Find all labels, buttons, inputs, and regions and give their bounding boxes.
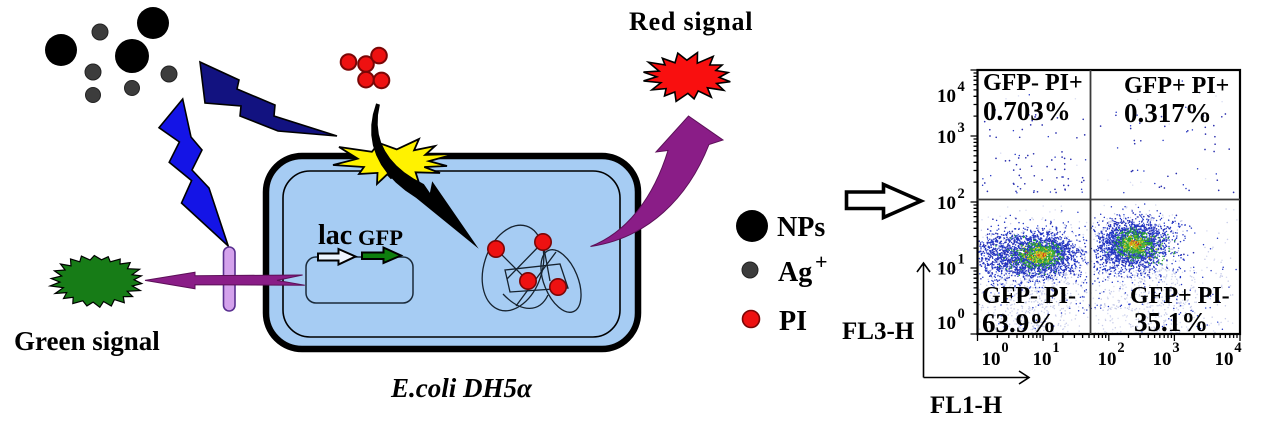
svg-text:GFP+ PI-: GFP+ PI- bbox=[1130, 283, 1230, 309]
svg-text:10: 10 bbox=[937, 86, 956, 107]
svg-text:NPs: NPs bbox=[777, 212, 825, 243]
svg-text:10: 10 bbox=[937, 193, 956, 214]
svg-text:4: 4 bbox=[958, 79, 965, 95]
svg-text:10: 10 bbox=[937, 127, 956, 148]
svg-text:E.coli DH5α: E.coli DH5α bbox=[390, 373, 533, 403]
svg-text:FL3-H: FL3-H bbox=[842, 318, 915, 345]
svg-text:10: 10 bbox=[982, 349, 1001, 370]
svg-text:10: 10 bbox=[1098, 349, 1117, 370]
svg-text:PI: PI bbox=[779, 306, 807, 337]
svg-text:2: 2 bbox=[958, 186, 965, 202]
svg-text:0.317%: 0.317% bbox=[1124, 98, 1212, 128]
svg-text:FL1-H: FL1-H bbox=[930, 392, 1003, 419]
svg-text:0.703%: 0.703% bbox=[983, 96, 1071, 126]
svg-text:1: 1 bbox=[1052, 340, 1059, 356]
svg-text:63.9%: 63.9% bbox=[982, 308, 1056, 338]
svg-text:GFP- PI-: GFP- PI- bbox=[982, 283, 1076, 309]
svg-text:10: 10 bbox=[1153, 349, 1172, 370]
svg-text:10: 10 bbox=[1033, 349, 1052, 370]
svg-text:1: 1 bbox=[958, 252, 965, 268]
svg-text:10: 10 bbox=[1215, 349, 1234, 370]
svg-text:Red signal: Red signal bbox=[629, 7, 753, 36]
svg-text:Ag: Ag bbox=[778, 257, 812, 288]
svg-text:0: 0 bbox=[1001, 340, 1008, 356]
svg-text:+: + bbox=[815, 249, 828, 274]
svg-text:2: 2 bbox=[1117, 340, 1124, 356]
svg-text:Green signal: Green signal bbox=[14, 326, 160, 356]
svg-text:GFP+ PI+: GFP+ PI+ bbox=[1124, 73, 1229, 99]
svg-text:3: 3 bbox=[1172, 340, 1179, 356]
svg-text:10: 10 bbox=[937, 259, 956, 280]
svg-text:0: 0 bbox=[958, 306, 965, 322]
svg-text:4: 4 bbox=[1234, 340, 1241, 356]
svg-text:3: 3 bbox=[958, 120, 965, 136]
svg-text:GFP- PI+: GFP- PI+ bbox=[983, 70, 1083, 96]
svg-text:35.1%: 35.1% bbox=[1134, 307, 1208, 337]
svg-text:10: 10 bbox=[937, 313, 956, 334]
svg-text:GFP: GFP bbox=[358, 225, 403, 250]
svg-text:lac: lac bbox=[318, 220, 352, 251]
